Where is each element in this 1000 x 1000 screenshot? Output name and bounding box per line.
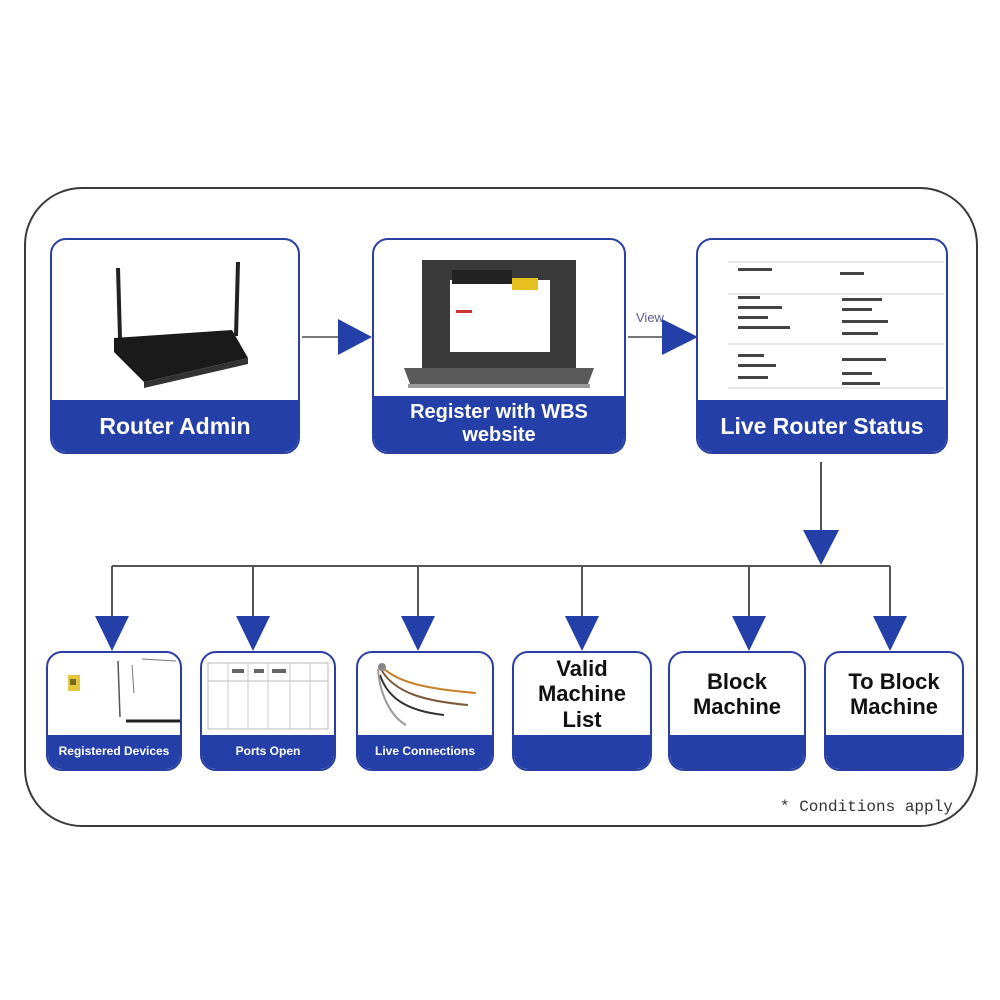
- node-label: Router Admin: [52, 400, 298, 452]
- arrow-down-3: [401, 616, 435, 651]
- node-register-wbs: Register with WBS website: [372, 238, 626, 454]
- node-label: Ports Open: [202, 735, 334, 769]
- arrow-right-1: [338, 319, 372, 355]
- arrow-down-6: [873, 616, 907, 651]
- arrow-down-5: [732, 616, 766, 651]
- connector-label: View: [636, 310, 664, 325]
- device-list-screenshot: [68, 658, 180, 723]
- arrow-down-main: [803, 530, 839, 565]
- node-bar: [514, 735, 650, 769]
- node-bar: [826, 735, 962, 769]
- arrow-down-4: [565, 616, 599, 651]
- cables-photo: [377, 663, 477, 726]
- ports-table-screenshot: [207, 662, 329, 730]
- node-label: Register with WBS website: [374, 396, 624, 452]
- arrow-down-1: [95, 616, 129, 651]
- node-registered-devices: Registered Devices: [46, 651, 182, 771]
- node-label: To Block Machine: [848, 668, 940, 719]
- arrow-down-2: [236, 616, 270, 651]
- footnote: * Conditions apply: [780, 798, 953, 816]
- node-valid-machine-list: Valid Machine List: [512, 651, 652, 771]
- status-table-screenshot: [728, 261, 944, 389]
- node-ports-open: Ports Open: [200, 651, 336, 771]
- node-live-router-status: Live Router Status: [696, 238, 948, 454]
- node-label: Registered Devices: [48, 735, 180, 769]
- diagram-frame: [24, 187, 978, 827]
- node-router-admin: Router Admin: [50, 238, 300, 454]
- node-block-machine: Block Machine: [668, 651, 806, 771]
- node-live-connections: Live Connections: [356, 651, 494, 771]
- node-label: Valid Machine List: [537, 656, 627, 732]
- node-label: Live Router Status: [698, 400, 946, 452]
- node-to-block-machine: To Block Machine: [824, 651, 964, 771]
- router-icon: [114, 261, 248, 388]
- node-label: Live Connections: [358, 735, 492, 769]
- laptop-screenshot: [404, 260, 594, 388]
- node-bar: [670, 735, 804, 769]
- node-label: Block Machine: [692, 668, 782, 719]
- arrow-right-2: [662, 319, 698, 355]
